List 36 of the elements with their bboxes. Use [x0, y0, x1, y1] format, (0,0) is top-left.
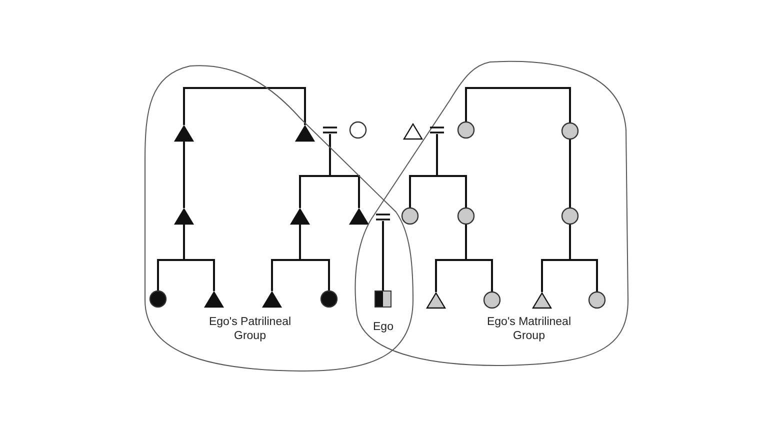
circle-symbol: [561, 122, 579, 140]
person-label: Ego: [373, 320, 394, 334]
kinship-line: [436, 134, 467, 208]
circle-symbol: [457, 121, 475, 139]
square-symbol: [374, 290, 392, 308]
triangle-symbol: [426, 292, 446, 308]
triangle-symbol: [290, 208, 310, 224]
triangle-symbol: [403, 122, 423, 140]
circle-symbol: [349, 121, 367, 139]
circle-symbol: [561, 207, 579, 225]
triangle-symbol: [532, 292, 552, 308]
triangle-symbol: [174, 124, 194, 142]
triangle-symbol: [295, 124, 315, 142]
triangle-symbol: [262, 290, 282, 308]
equals-sign: [429, 126, 445, 134]
kinship-line: [569, 139, 571, 208]
kinship-line: [183, 87, 306, 125]
kinship-line: [329, 134, 360, 208]
circle-symbol: [149, 290, 167, 308]
circle-symbol: [588, 291, 606, 309]
circle-symbol: [457, 207, 475, 225]
triangle-symbol: [204, 290, 224, 308]
equals-sign: [322, 126, 338, 134]
group-label: Ego's Patrilineal Group: [208, 315, 292, 343]
group-label: Ego's Matrilineal Group: [486, 315, 572, 343]
kinship-line: [465, 224, 493, 292]
circle-symbol: [320, 290, 338, 308]
triangle-symbol: [174, 208, 194, 224]
triangle-symbol: [349, 208, 369, 224]
kinship-line: [183, 223, 215, 291]
kinship-line: [465, 87, 571, 123]
kinship-line: [183, 140, 185, 208]
equals-sign: [375, 213, 391, 221]
circle-symbol: [401, 207, 419, 225]
kinship-line: [569, 224, 598, 292]
circle-symbol: [483, 291, 501, 309]
